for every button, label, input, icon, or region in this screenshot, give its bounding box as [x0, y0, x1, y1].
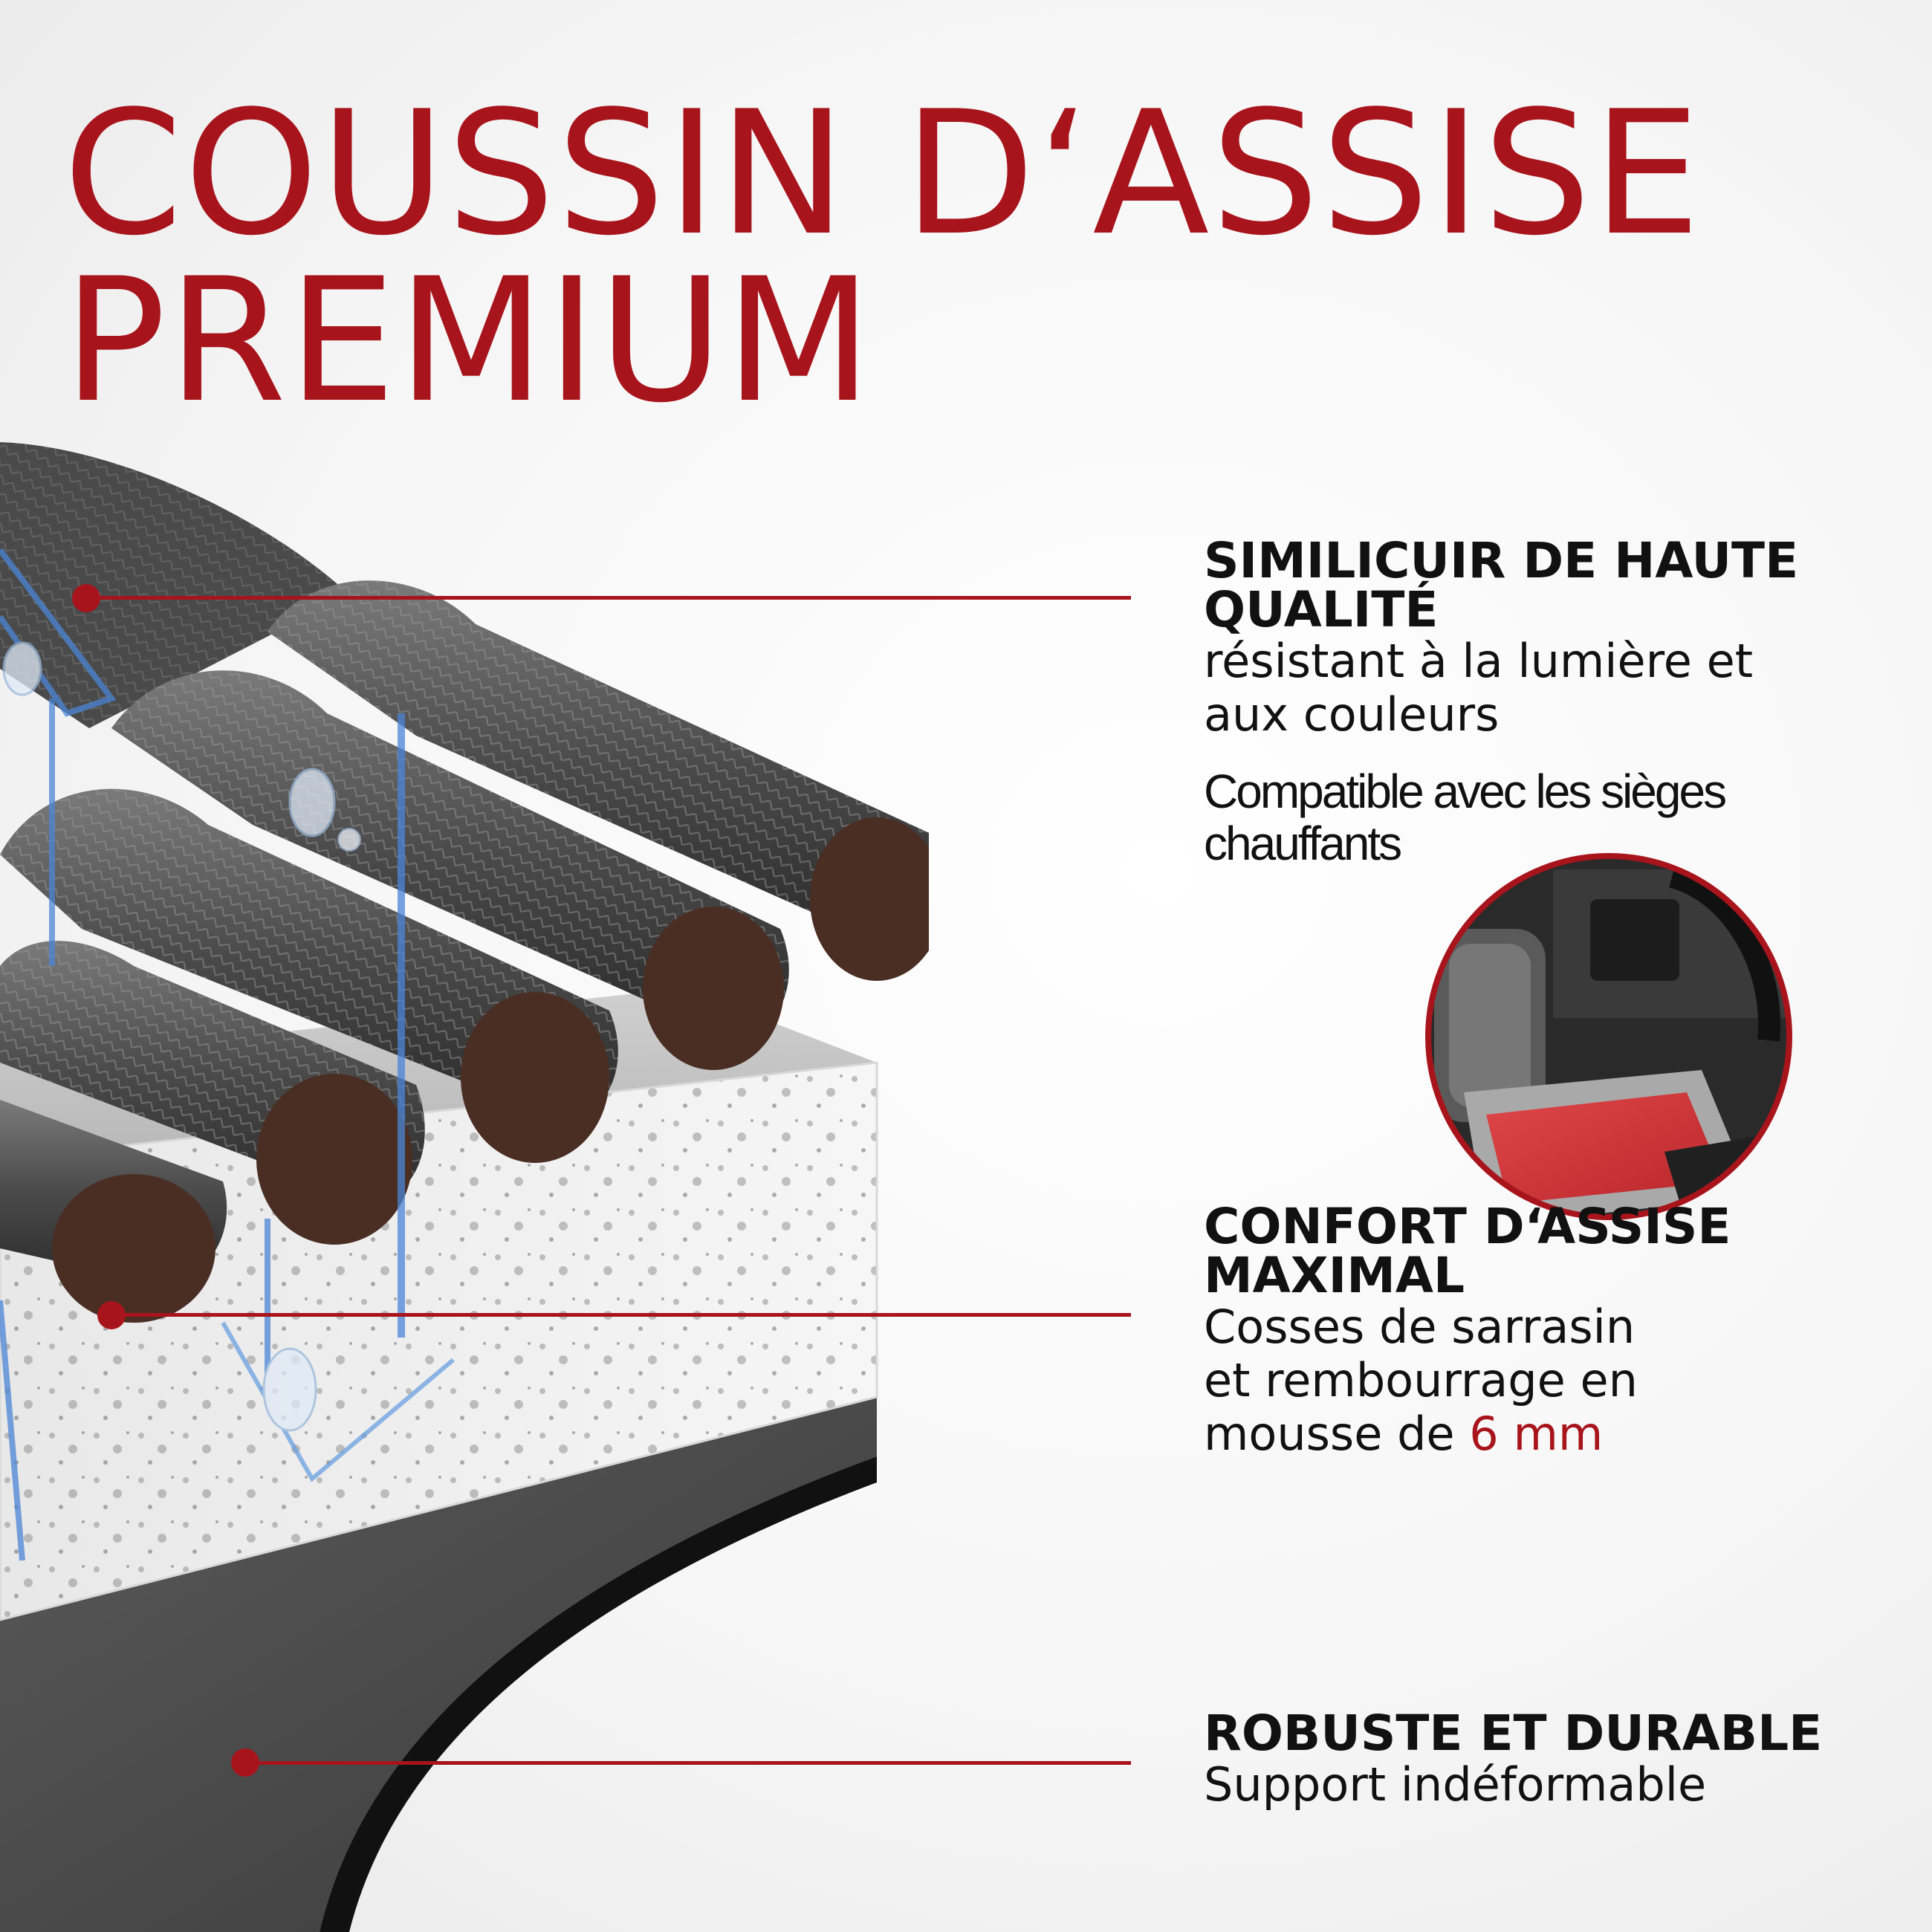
- callout-dot-durable: [231, 1748, 259, 1777]
- feature-leather: SIMILICUIR DE HAUTE QUALITÉ résistant à …: [1204, 537, 1917, 742]
- feature-comfort: CONFORT D‘ASSISE MAXIMAL Cosses de sarra…: [1204, 1202, 1917, 1461]
- water-drop-accents: [0, 548, 455, 1561]
- feature-leather-heading-1: SIMILICUIR DE HAUTE: [1204, 532, 1799, 589]
- compat-line-1: Compatible avec les sièges: [1204, 765, 1727, 818]
- feature-leather-text-2: aux couleurs: [1204, 687, 1500, 742]
- foam-thickness: 6 mm: [1469, 1407, 1604, 1461]
- feature-comfort-heading-2: MAXIMAL: [1204, 1247, 1465, 1304]
- feature-durable-heading: ROBUSTE ET DURABLE: [1204, 1705, 1823, 1762]
- feature-comfort-text-2: et rembourrage en: [1204, 1353, 1638, 1407]
- feature-comfort-text-1: Cosses de sarrasin: [1204, 1300, 1636, 1354]
- feature-comfort-text-3: mousse de 6 mm: [1204, 1407, 1917, 1461]
- callout-dot-leather: [72, 584, 100, 612]
- compat-line-2: chauffants: [1204, 817, 1402, 870]
- feature-durable: ROBUSTE ET DURABLE Support indéformable: [1204, 1709, 1917, 1812]
- callout-dot-comfort: [97, 1301, 126, 1329]
- feature-comfort-heading-1: CONFORT D‘ASSISE: [1204, 1198, 1731, 1255]
- feature-durable-text: Support indéformable: [1204, 1757, 1707, 1812]
- page-title-line-1: COUSSIN D‘ASSISE: [63, 75, 1702, 273]
- callout-line-leather: [83, 596, 1131, 600]
- feature-leather-text-1: résistant à la lumière et: [1204, 634, 1754, 688]
- buckwheat-tubes: [0, 580, 929, 1323]
- callout-line-comfort: [111, 1313, 1131, 1317]
- heated-seat-compat: Compatible avec les sièges chauffants: [1204, 765, 1917, 869]
- callout-line-durable: [245, 1761, 1131, 1765]
- heated-car-seat-photo: [1425, 853, 1792, 1220]
- seat-cushion-layers-illustration: [0, 442, 929, 1932]
- page-title-line-2: PREMIUM: [63, 242, 874, 441]
- feature-leather-heading-2: QUALITÉ: [1204, 581, 1439, 638]
- foam-prefix: mousse de: [1204, 1407, 1470, 1461]
